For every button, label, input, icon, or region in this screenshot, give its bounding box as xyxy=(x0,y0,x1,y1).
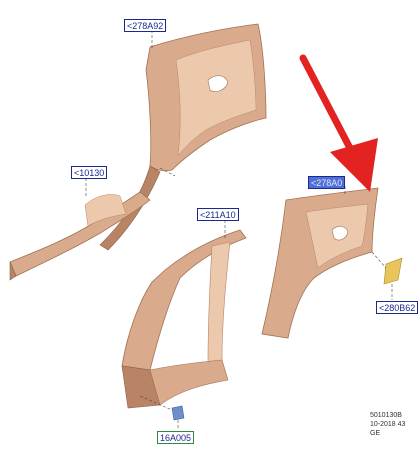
callout-211a10: <211A10 xyxy=(197,208,239,221)
stamp-line-3: GE xyxy=(370,430,381,437)
rear-quarter-upper-panel xyxy=(99,23,267,251)
patch-part xyxy=(383,257,403,285)
stamp-line-2: 10-2018 43 xyxy=(370,421,406,428)
callout-278a0: <278A0 xyxy=(308,176,346,189)
callout-16a005: 16A005 xyxy=(157,431,195,444)
callout-10130: <10130 xyxy=(71,166,108,179)
stamp-line-1: 5010130B xyxy=(370,412,402,419)
drawing-stamp: 5010130B 10-2018 43 GE xyxy=(370,411,405,438)
rocker-sill-panel xyxy=(9,191,151,281)
clip-part xyxy=(171,405,185,421)
red-pointer-arrow xyxy=(299,54,378,192)
a-b-pillar-assembly xyxy=(121,229,247,409)
rear-quarter-lower-panel xyxy=(261,187,379,339)
callout-278a92: <278A92 xyxy=(124,19,167,32)
callout-280b62: <280B62 xyxy=(376,301,419,314)
